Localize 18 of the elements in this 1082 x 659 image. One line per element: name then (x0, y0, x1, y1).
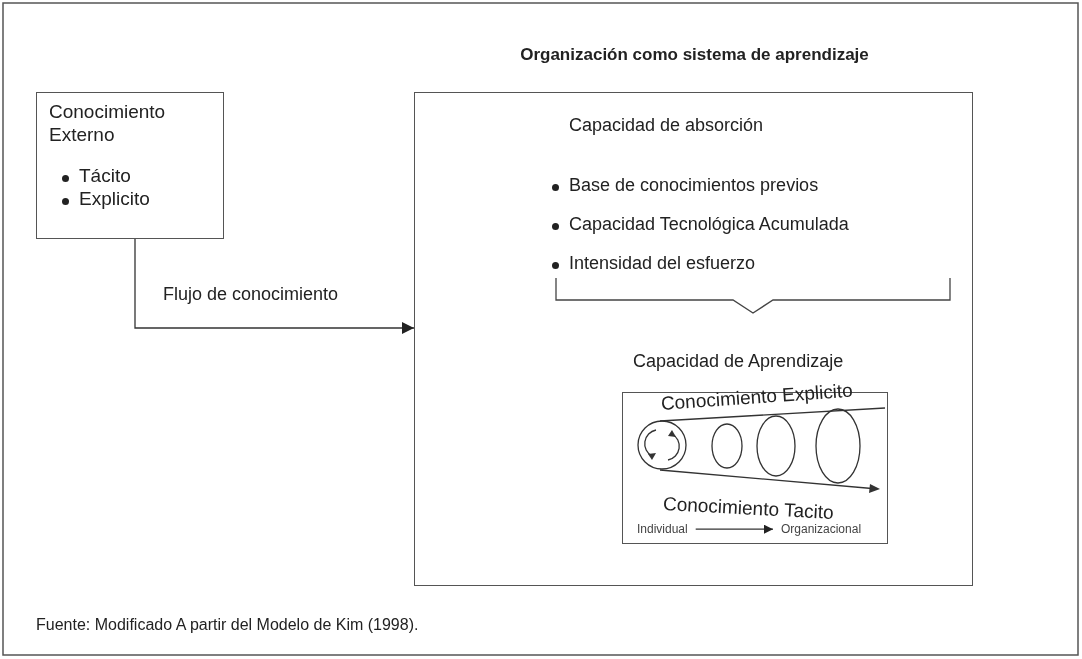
section-heading: Capacidad de absorción (569, 115, 764, 137)
knowledge-box (36, 92, 224, 239)
box-heading: Conocimiento Externo (49, 101, 167, 147)
stage-text: Individual (637, 522, 688, 537)
section-heading: Capacidad de Aprendizaje (633, 351, 844, 373)
bullet-item: Base de conocimientos previos (569, 175, 819, 197)
caption: Fuente: Modificado A partir del Modelo de Kim (1998). (36, 615, 419, 635)
bullet-item: Intensidad del esfuerzo (569, 253, 756, 275)
arrow (134, 238, 415, 334)
edge-label: Flujo de conocimiento (163, 284, 339, 306)
arrow (695, 524, 774, 534)
stage-text: Organizacional (781, 522, 862, 537)
group-title: Organización como sistema de aprendizaje (519, 45, 870, 66)
axis-label: Conocimiento Tacito (662, 493, 835, 524)
bullet-item: Explicito (79, 188, 150, 211)
axis-label: Conocimiento Explicito (660, 379, 854, 416)
bullet-item: Tácito (79, 165, 131, 188)
bullet-item: Capacidad Tecnológica Acumulada (569, 214, 849, 236)
